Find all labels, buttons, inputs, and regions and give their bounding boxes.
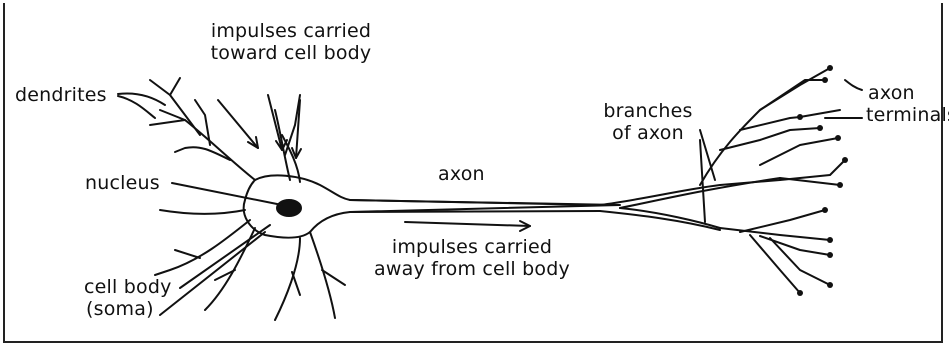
leader-nucleus <box>172 183 282 205</box>
label-impulses-away-line2: away from cell body <box>362 258 582 280</box>
dendrite <box>175 147 230 160</box>
label-soma: (soma) <box>84 298 172 320</box>
axon-line-lower <box>350 211 600 212</box>
label-axon-terminals-line1: axon <box>866 82 949 104</box>
leader-terminals <box>800 110 840 117</box>
axon-split-inner <box>620 178 780 208</box>
leader-branches <box>700 140 705 222</box>
label-nucleus: nucleus <box>85 172 160 194</box>
axon-line <box>350 200 600 205</box>
arrow-toward <box>218 100 258 148</box>
axon-branch <box>760 80 825 110</box>
axon-branch <box>780 160 845 180</box>
axon-branch <box>760 138 838 165</box>
label-cell-body: cell body (soma) <box>84 276 172 320</box>
dendrite <box>160 110 255 180</box>
axon-split-upper <box>600 180 780 205</box>
label-impulses-away-line1: impulses carried <box>362 236 582 258</box>
label-axon: axon <box>438 163 485 185</box>
label-axon-terminals-line2: terminals <box>866 104 949 126</box>
label-impulses-toward-line2: toward cell body <box>186 42 396 64</box>
nucleus-shape <box>277 200 301 216</box>
dendrite <box>292 272 300 295</box>
dendrite <box>275 238 300 320</box>
dendrite <box>175 250 200 258</box>
axon-branch <box>770 238 830 285</box>
label-impulses-toward: impulses carried toward cell body <box>186 20 396 64</box>
axon-branch <box>740 210 825 232</box>
arrow-away <box>405 222 530 226</box>
dendrite <box>170 78 180 95</box>
axon-branch <box>700 68 830 185</box>
axon-branch <box>720 228 830 240</box>
label-cell-body-line1: cell body <box>84 276 172 298</box>
leader-dendrites <box>118 96 155 118</box>
label-impulses-away: impulses carried away from cell body <box>362 236 582 280</box>
label-dendrites: dendrites <box>15 84 107 106</box>
axon-branch <box>740 117 800 130</box>
leader-terminals <box>845 80 862 90</box>
dendrite <box>150 120 185 125</box>
label-branches-of-axon: branches of axon <box>588 100 708 144</box>
label-branches-line2: of axon <box>588 122 708 144</box>
arrow-toward <box>268 95 282 150</box>
label-branches-line1: branches <box>588 100 708 122</box>
leader-dendrites <box>118 93 165 105</box>
label-impulses-toward-line1: impulses carried <box>186 20 396 42</box>
axon-branch <box>720 128 820 150</box>
dendrite <box>160 210 245 214</box>
axon-branch <box>780 178 840 185</box>
label-axon-terminals: axon terminals <box>866 82 949 126</box>
